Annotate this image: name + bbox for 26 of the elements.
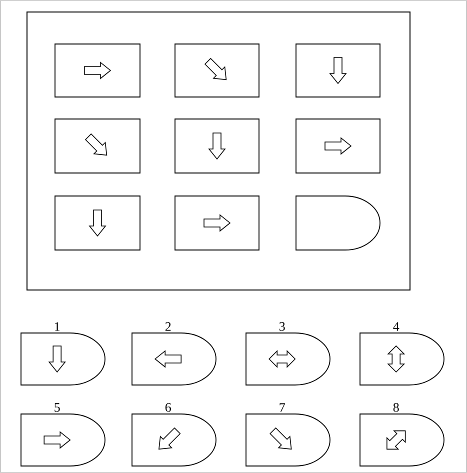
node-label: 6 <box>165 403 171 412</box>
puzzle-cell <box>174 196 260 250</box>
answer-option: 7 <box>246 403 330 466</box>
node-label: 7 <box>280 403 286 412</box>
puzzle-cell <box>54 44 140 98</box>
answer-option: 8 <box>360 403 444 466</box>
puzzle-cell <box>174 44 260 98</box>
puzzle-frame <box>26 12 410 290</box>
answer-option: 1 <box>20 322 106 386</box>
node-label: 2 <box>165 322 171 331</box>
node-label: 1 <box>55 322 60 331</box>
puzzle-cell <box>296 44 380 98</box>
answer-option: 3 <box>246 322 330 386</box>
puzzle-cell <box>54 196 140 250</box>
answer-option: 5 <box>20 403 106 466</box>
answer-option: 2 <box>132 322 216 386</box>
answer-option: 4 <box>360 322 444 386</box>
node-label: 8 <box>393 403 399 412</box>
node-label: 5 <box>54 403 60 412</box>
puzzle-cell <box>174 118 260 174</box>
puzzle-cell <box>54 118 140 174</box>
node-label: 3 <box>280 322 285 331</box>
missing-piece-shape <box>296 196 380 250</box>
puzzle-cell <box>296 118 380 174</box>
node-label: 4 <box>393 322 400 331</box>
answer-option: 6 <box>132 403 216 466</box>
